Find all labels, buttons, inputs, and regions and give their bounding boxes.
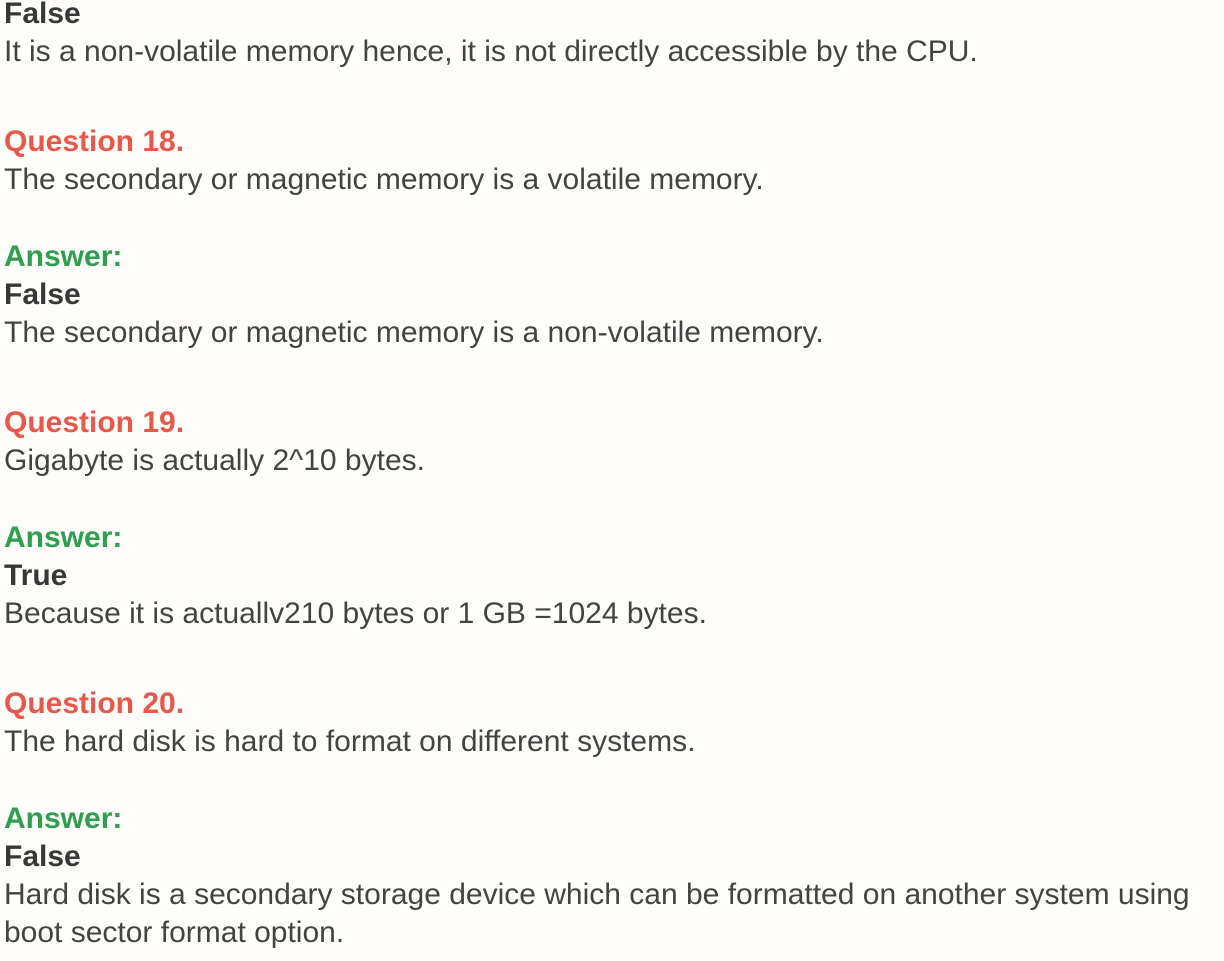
question-label: Question 19. (4, 406, 185, 439)
answer-explanation: It is a non-volatile memory hence, it is… (4, 35, 978, 68)
answer-explanation: Hard disk is a secondary storage device … (4, 878, 1190, 949)
question-label: Question 20. (4, 687, 185, 720)
question-text: The secondary or magnetic memory is a vo… (4, 163, 764, 196)
qa-block: Question 20. The hard disk is hard to fo… (4, 685, 1218, 952)
document-page: False It is a non-volatile memory hence,… (4, 0, 1218, 952)
answer-label: Answer: (4, 802, 123, 835)
question-text: The hard disk is hard to format on diffe… (4, 725, 696, 758)
answer-verdict: False (4, 0, 81, 30)
answer-explanation: The secondary or magnetic memory is a no… (4, 316, 824, 349)
qa-block: Question 19. Gigabyte is actually 2^10 b… (4, 404, 1218, 633)
answer-label: Answer: (4, 521, 123, 554)
answer-verdict: False (4, 278, 81, 311)
answer-verdict: False (4, 840, 81, 873)
question-text: Gigabyte is actually 2^10 bytes. (4, 444, 425, 477)
answer-label: Answer: (4, 240, 123, 273)
qa-block: Question 18. The secondary or magnetic m… (4, 123, 1218, 352)
intro-answer-block: False It is a non-volatile memory hence,… (4, 0, 1218, 71)
question-label: Question 18. (4, 125, 185, 158)
answer-explanation: Because it is actuallv210 bytes or 1 GB … (4, 597, 707, 630)
answer-verdict: True (4, 559, 68, 592)
